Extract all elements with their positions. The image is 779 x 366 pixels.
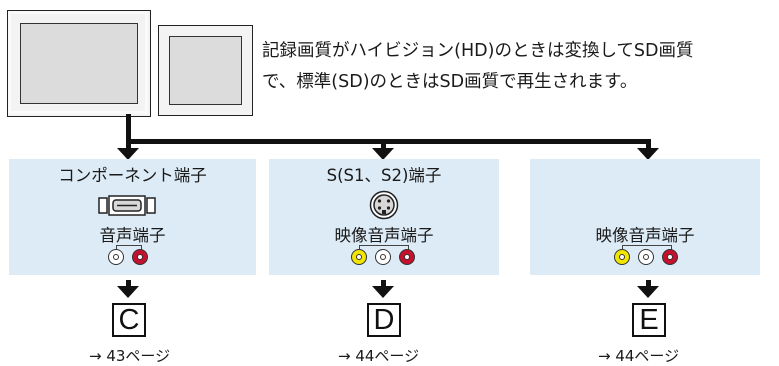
arrow-trunk [126,114,131,144]
rca-jack-icon [375,249,391,265]
audio-jacks-label: 映像音声端子 [595,226,695,245]
down-arrow-icon [637,148,659,160]
description: 記録画質がハイビジョン(HD)のときは変換してSD画質 で、標準(SD)のときは… [262,36,777,98]
jack-bracket [116,245,142,251]
down-arrow-icon [372,148,394,160]
rca-jack-icon [638,249,654,265]
arrow-stem-1 [126,144,131,148]
arrow-stem-3 [646,139,651,148]
page-ref-link[interactable]: → 44ページ [598,347,680,365]
rca-jack-icon [614,249,630,265]
down-arrow-icon [637,286,659,298]
target-letter-d: D [367,303,401,337]
rca-jack-icon [108,249,124,265]
rca-jack-icon [662,249,678,265]
connector-label: コンポーネント端子 [58,166,207,185]
arrow-stem-2 [381,139,386,148]
rca-jack-icon [399,249,415,265]
description-line1: 記録画質がハイビジョン(HD)のときは変換してSD画質 [262,41,694,61]
standard-tv-icon [158,25,253,116]
target-letter-e: E [632,303,666,337]
rca-jack-icon [132,249,148,265]
arrow-stem-c [126,280,131,288]
jack-bracket [359,245,409,251]
jack-bracket [622,245,672,251]
down-arrow-icon [117,148,139,160]
description-line2: で、標準(SD)のときはSD画質で再生されます。 [262,72,638,92]
widescreen-tv-icon [7,10,151,117]
arrow-stem-e [646,280,651,288]
down-arrow-icon [372,286,394,298]
page-ref-link[interactable]: → 44ページ [338,347,420,365]
audio-jacks-label: 映像音声端子 [334,226,434,245]
rca-jack-icon [351,249,367,265]
page-ref-link[interactable]: → 43ページ [89,347,171,365]
s-video-connector-icon [369,190,399,220]
connector-label: S(S1、S2)端子 [326,166,442,185]
audio-jacks-label: 音声端子 [99,226,166,245]
arrow-crossbar [126,139,651,144]
component-connector-icon [98,195,156,216]
arrow-stem-d [381,280,386,288]
down-arrow-icon [117,286,139,298]
target-letter-c: C [112,303,146,337]
